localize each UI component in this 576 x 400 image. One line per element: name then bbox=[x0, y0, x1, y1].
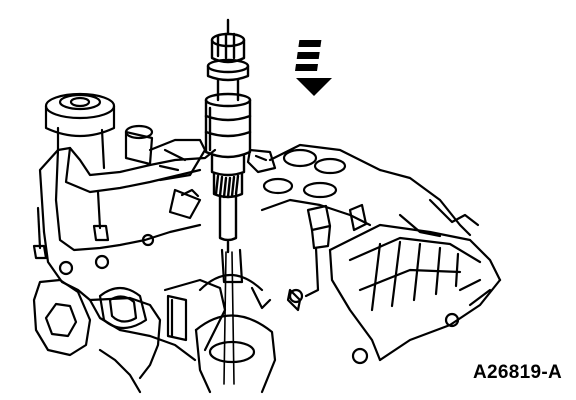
distributor-tool bbox=[204, 18, 252, 385]
distributor-bore bbox=[194, 248, 277, 394]
intake-ports bbox=[98, 286, 188, 342]
figure-id-label: A26819-A bbox=[472, 362, 562, 383]
engine-block-left bbox=[32, 146, 227, 394]
right-lifters bbox=[250, 203, 460, 365]
studs-left bbox=[32, 190, 155, 276]
arrow-down-icon bbox=[295, 40, 332, 96]
engine-right-side bbox=[260, 143, 502, 362]
right-ports bbox=[246, 148, 347, 199]
oil-filler-cap bbox=[44, 92, 116, 170]
engine-bracket bbox=[124, 124, 207, 220]
